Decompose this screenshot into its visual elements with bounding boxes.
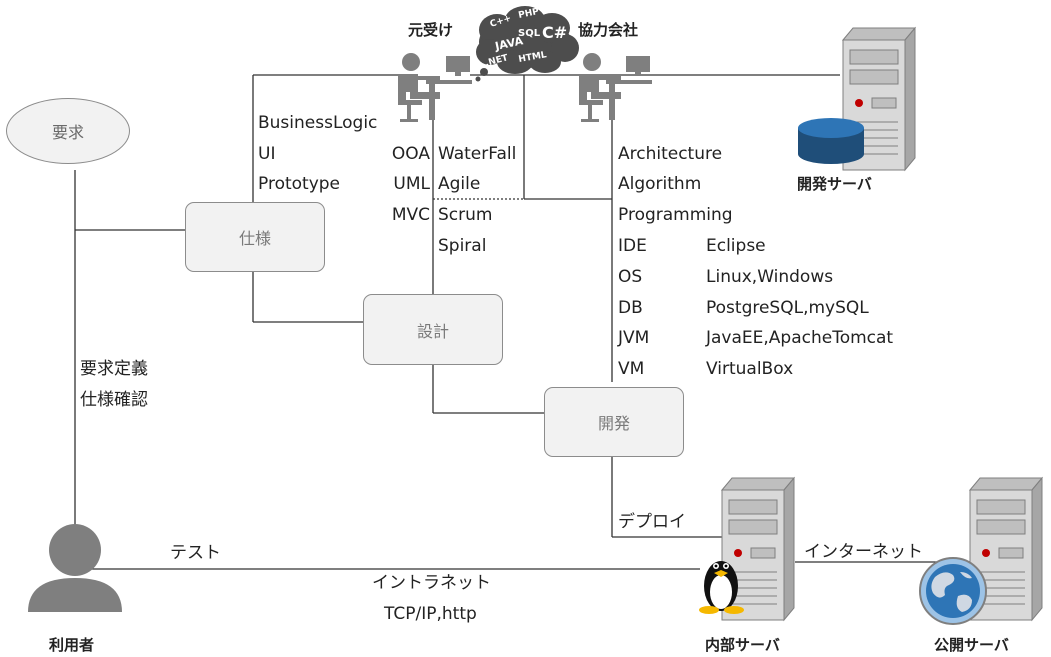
dev-topic: Architecture xyxy=(618,144,723,164)
cloud-kw-sql: SQL xyxy=(518,28,541,39)
protocol-label: TCP/IP,http xyxy=(384,604,477,624)
env-key: DB xyxy=(618,298,643,318)
env-key: IDE xyxy=(618,236,647,256)
spec-topic: BusinessLogic xyxy=(258,113,378,133)
env-value: Eclipse xyxy=(706,236,766,256)
request-label: 要求 xyxy=(51,123,84,142)
dev-topic: Algorithm xyxy=(618,174,702,194)
spec-label: 仕様 xyxy=(238,229,271,248)
design-label: 設計 xyxy=(416,321,449,341)
cloud-kw-java: JAVA xyxy=(493,34,525,53)
design-box: 設計 xyxy=(363,294,503,365)
cloud-kw-csharp: C# xyxy=(542,23,567,42)
dev-box: 開発 xyxy=(544,387,684,457)
spec-topic: UI xyxy=(258,144,276,164)
design-method: UML xyxy=(393,174,430,194)
globe-icon xyxy=(919,557,987,625)
request-node: 要求 xyxy=(6,98,130,164)
env-value: PostgreSQL,mySQL xyxy=(706,298,869,318)
internet-label: インターネット xyxy=(804,542,923,562)
language-cloud: C++ PHP SQL C# JAVA .NET HTML xyxy=(475,6,579,82)
dev-label: 開発 xyxy=(597,414,630,433)
prime-contractor-icon xyxy=(398,53,472,122)
dev-topic: Programming xyxy=(618,205,733,225)
design-method: OOA xyxy=(391,144,430,164)
design-method: MVC xyxy=(391,205,430,225)
env-key: JVM xyxy=(618,328,650,348)
process-name: Agile xyxy=(438,174,481,194)
connector-lines xyxy=(74,74,965,570)
dev-server-label: 開発サーバ xyxy=(797,175,872,193)
env-value: Linux,Windows xyxy=(706,267,834,287)
database-icon xyxy=(798,118,864,164)
spec-confirm-label: 仕様確認 xyxy=(80,390,148,410)
spec-topic: Prototype xyxy=(258,174,341,194)
cloud-kw-php: PHP xyxy=(518,7,541,21)
dev-server-icon xyxy=(841,26,917,172)
linux-penguin-icon xyxy=(699,561,744,614)
user-icon xyxy=(28,524,122,612)
env-value: VirtualBox xyxy=(706,359,794,379)
process-name: WaterFall xyxy=(438,144,517,164)
env-key: OS xyxy=(618,267,643,287)
cloud-kw-html: HTML xyxy=(518,50,548,65)
prime-contractor-label: 元受け xyxy=(408,21,454,39)
public-server-label: 公開サーバ xyxy=(934,636,1009,654)
intranet-label: イントラネット xyxy=(372,573,491,593)
deploy-label: デプロイ xyxy=(618,512,686,532)
user-label: 利用者 xyxy=(49,636,95,654)
process-name: Spiral xyxy=(438,236,487,256)
partner-company-icon xyxy=(579,53,652,122)
partner-company-label: 協力会社 xyxy=(578,21,639,39)
internal-server-label: 内部サーバ xyxy=(705,636,780,654)
process-name: Scrum xyxy=(438,205,493,225)
spec-box: 仕様 xyxy=(185,202,325,272)
env-key: VM xyxy=(618,359,645,379)
env-value: JavaEE,ApacheTomcat xyxy=(706,328,894,348)
test-label: テスト xyxy=(170,543,221,563)
requirements-label: 要求定義 xyxy=(80,359,148,379)
